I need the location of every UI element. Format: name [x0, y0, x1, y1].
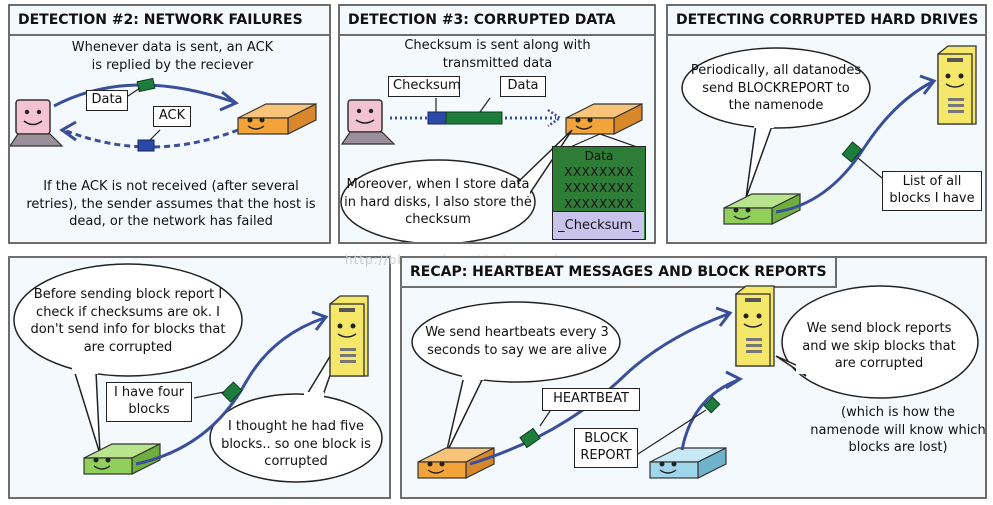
ack-arrow	[63, 128, 239, 149]
data-tag: Data	[500, 76, 546, 97]
speech-text: Moreover, when I store data in hard disk…	[344, 177, 532, 228]
intro-text: Checksum is sent along with transmitted …	[404, 38, 591, 71]
speech-text-right: We send block reports and we skip blocks…	[802, 321, 956, 372]
disk-row: XXXXXXXX	[564, 165, 634, 179]
block-report-arrow	[775, 80, 933, 214]
panel-corrupted-data: DETECTION #3: CORRUPTED DATA Checksum is…	[338, 4, 656, 244]
block-report-diagram	[681, 45, 977, 225]
speech-text-left: We send heartbeats every 3 seconds to sa…	[425, 325, 609, 358]
datanode-icon	[83, 443, 161, 475]
panel-checksum-report: Before sending block report I check if c…	[8, 256, 391, 499]
disk-header: Data	[584, 149, 614, 163]
speech-bubble	[13, 263, 243, 377]
panel-network-failures: DETECTION #2: NETWORK FAILURES Whenever …	[8, 4, 331, 244]
disk-checksum-area: _Checksum_	[553, 211, 644, 239]
data-packet	[136, 77, 156, 93]
panel-title: DETECTION #3: CORRUPTED DATA	[340, 6, 654, 36]
panel-title: RECAP: HEARTBEAT MESSAGES AND BLOCK REPO…	[402, 258, 837, 288]
heartbeat-tag: HEARTBEAT	[542, 388, 640, 411]
block-report-tag: BLOCK REPORT	[574, 428, 638, 468]
namenode-icon	[937, 45, 977, 125]
block-report-packet	[703, 396, 721, 414]
speech-bubble	[681, 47, 871, 129]
namenode-icon	[735, 285, 775, 367]
heartbeat-packet	[519, 427, 541, 449]
block-report-arrow	[680, 378, 739, 451]
disk-row: XXXXXXXX	[564, 197, 634, 211]
block-report-arrow	[135, 316, 325, 466]
block-count-tag: I have four blocks	[106, 382, 192, 422]
speech-text-left: Before sending block report I check if c…	[30, 287, 226, 355]
hard-disk: Data XXXXXXXX XXXXXXXX XXXXXXXX _Checksu…	[552, 146, 646, 240]
panel-title: DETECTING CORRUPTED HARD DRIVES	[668, 6, 985, 36]
disk-row: XXXXXXXX	[564, 181, 634, 195]
ack-tag: ACK	[153, 106, 191, 127]
panel-recap: RECAP: HEARTBEAT MESSAGES AND BLOCK REPO…	[400, 256, 987, 499]
disk-checksum: _Checksum_	[558, 218, 639, 233]
datanode-icon	[649, 447, 727, 479]
laptop-icon	[10, 99, 64, 147]
lost-blocks-note: (which is how the namenode will know whi…	[810, 405, 986, 456]
panel-title: DETECTION #2: NETWORK FAILURES	[10, 6, 329, 36]
speech-bubble	[209, 393, 383, 483]
speech-text-right: I thought he had five blocks.. so one bl…	[221, 419, 371, 470]
recap-diagram	[411, 285, 979, 479]
data-packet	[445, 111, 503, 125]
panel-corrupted-drives: DETECTING CORRUPTED HARD DRIVES Periodic…	[666, 4, 987, 244]
block-list-tag: List of all blocks I have	[882, 171, 982, 211]
speech-bubble	[781, 285, 979, 399]
intro-text: Whenever data is sent, an ACK is replied…	[71, 40, 274, 73]
namenode-icon	[329, 295, 369, 377]
speech-bubble	[340, 159, 536, 242]
footer-text: If the ACK is not received (after severa…	[26, 179, 316, 230]
laptop-icon	[340, 99, 396, 145]
datanode-icon	[237, 103, 317, 135]
speech-bubble	[411, 301, 621, 383]
checksum-packet	[427, 111, 447, 125]
data-tag: Data	[86, 90, 128, 111]
datanode-icon	[417, 447, 495, 479]
block-list-packet	[841, 141, 863, 163]
speech-text: Periodically, all datanodes send BLOCKRE…	[690, 63, 862, 114]
data-arrow	[53, 83, 235, 108]
heartbeat-arrow	[469, 312, 729, 466]
network-diagram	[10, 77, 317, 152]
datanode-icon	[565, 103, 643, 135]
block-list-packet	[221, 381, 243, 403]
checksum-tag: Checksum	[388, 76, 461, 97]
checksum-report-diagram	[13, 263, 383, 483]
ack-packet	[137, 139, 155, 152]
